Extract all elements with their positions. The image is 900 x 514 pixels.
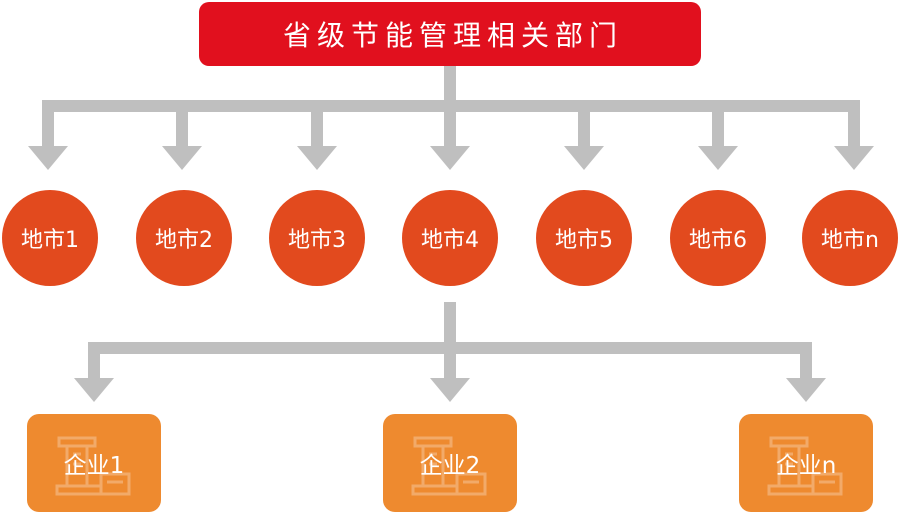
city-arrow-3 [297,146,337,170]
enterprise-label: 企业1 [63,453,125,479]
city-label: 地市1 [21,228,79,253]
ent-drop-2 [444,342,456,380]
city-drop-2 [176,100,188,148]
root-department-box: 省级节能管理相关部门 [199,2,701,66]
factory-icon [767,436,843,496]
city-node-3: 地市3 [269,190,365,286]
enterprise-label: 企业2 [419,453,481,479]
enterprise-label: 企业n [775,453,837,479]
city-arrow-7 [834,146,874,170]
enterprise-node-n: 企业n [739,414,873,512]
city-label: 地市5 [555,228,613,253]
city-arrow-6 [698,146,738,170]
city-drop-4 [444,100,456,148]
enterprise-node-1: 企业1 [27,414,161,512]
city-node-4: 地市4 [402,190,498,286]
city-drop-5 [578,100,590,148]
city-label: 地市6 [689,228,747,253]
city-node-1: 地市1 [2,190,98,286]
city-drop-1 [42,100,54,148]
ent-arrow-1 [74,378,114,402]
factory-icon [55,436,131,496]
city-drop-6 [712,100,724,148]
root-department-label: 省级节能管理相关部门 [282,19,623,52]
city-drop-7 [848,100,860,148]
city-arrow-2 [162,146,202,170]
city-arrow-1 [28,146,68,170]
city-node-6: 地市6 [670,190,766,286]
city-label: 地市3 [288,228,346,253]
city-node-n: 地市n [802,190,898,286]
city-label: 地市4 [421,228,479,253]
ent-drop-3 [800,342,812,380]
city-arrow-5 [564,146,604,170]
ent-arrow-2 [430,378,470,402]
city-drop-3 [311,100,323,148]
city4-trunk [444,302,456,354]
city-label: 地市2 [155,228,213,253]
factory-icon [411,436,487,496]
city-node-5: 地市5 [536,190,632,286]
ent-arrow-3 [786,378,826,402]
city-node-2: 地市2 [136,190,232,286]
city-label: 地市n [821,228,879,253]
ent-drop-1 [88,342,100,380]
enterprise-node-2: 企业2 [383,414,517,512]
city-arrow-4 [430,146,470,170]
